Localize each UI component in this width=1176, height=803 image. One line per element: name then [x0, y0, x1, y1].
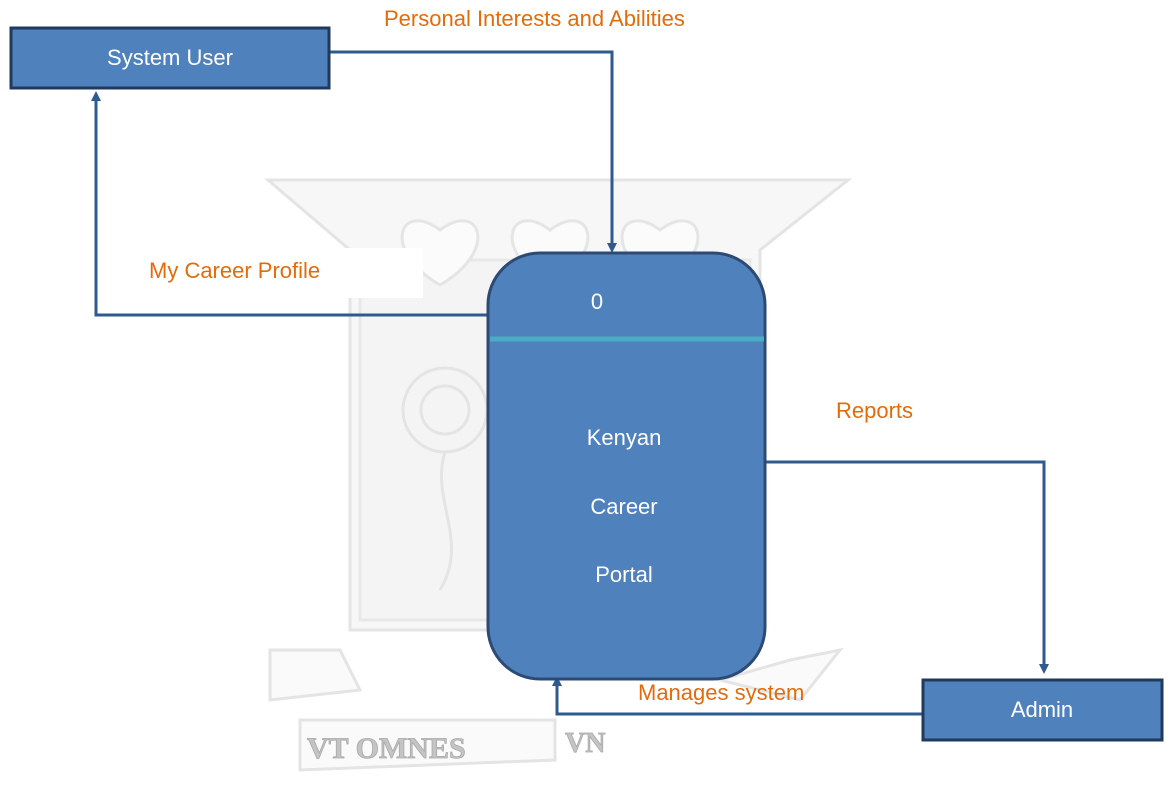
flow-label-manages-system: Manages system [638, 680, 804, 705]
watermark-motto-left: VT OMNES [307, 732, 466, 765]
entity-admin[interactable]: Admin [921, 678, 1164, 742]
arrow-reports [766, 460, 1049, 674]
process-name-line-1: Kenyan [587, 425, 662, 450]
watermark-motto-right: VN [565, 728, 605, 759]
arrow-personal-interests [330, 50, 617, 253]
flow-label-personal-interests: Personal Interests and Abilities [384, 6, 685, 31]
flow-label-reports: Reports [836, 398, 913, 423]
entity-system-user-label: System User [107, 45, 233, 70]
arrow-career-profile [91, 91, 488, 317]
flow-arrows [91, 50, 1049, 716]
entity-system-user[interactable]: System User [9, 26, 331, 90]
flow-label-career-profile: My Career Profile [149, 258, 320, 283]
process-kenyan-career-portal[interactable]: 0 Kenyan Career Portal [486, 251, 767, 681]
process-name-line-3: Portal [595, 562, 652, 587]
process-number: 0 [591, 289, 603, 314]
process-name-line-2: Career [590, 494, 657, 519]
arrow-manages-system [552, 676, 922, 716]
entity-admin-label: Admin [1011, 697, 1073, 722]
